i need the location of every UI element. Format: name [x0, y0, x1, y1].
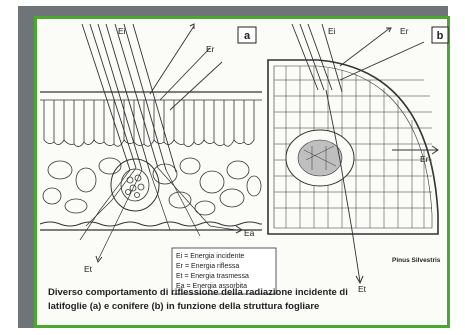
panel-b-label: b	[437, 30, 444, 42]
reflected-rays-a	[150, 26, 222, 110]
figure-caption: Diverso comportamento di riflessione del…	[48, 286, 428, 314]
legend-line-1: Ei = Energia incidente	[176, 253, 244, 260]
palisade-layer	[44, 100, 254, 147]
reflected-rays-b	[340, 28, 438, 150]
panel-a-label: a	[244, 30, 251, 42]
caption-line-1: Diverso comportamento di riflessione del…	[48, 286, 428, 300]
label-er-side-b: Er	[420, 154, 429, 164]
label-ei-a: Ei	[118, 26, 126, 36]
panel-b-drawing	[268, 24, 438, 283]
panel-a-drawing	[40, 24, 262, 262]
caption-line-2: latifoglie (a) e conifere (b) in funzion…	[48, 300, 428, 314]
legend-line-3: Et = Energia trasmessa	[176, 273, 249, 280]
label-ei-b: Ei	[328, 26, 336, 36]
label-ea-a: Ea	[244, 228, 255, 238]
legend-line-2: Er = Energia riflessa	[176, 263, 239, 270]
transmitted-ray-b	[326, 90, 360, 282]
label-et-a: Et	[84, 264, 93, 274]
label-er-b: Er	[400, 26, 409, 36]
label-er-a: Er	[206, 44, 215, 54]
conifer-vascular-core	[286, 130, 354, 186]
species-label: Pinus Silvestris	[392, 257, 441, 264]
